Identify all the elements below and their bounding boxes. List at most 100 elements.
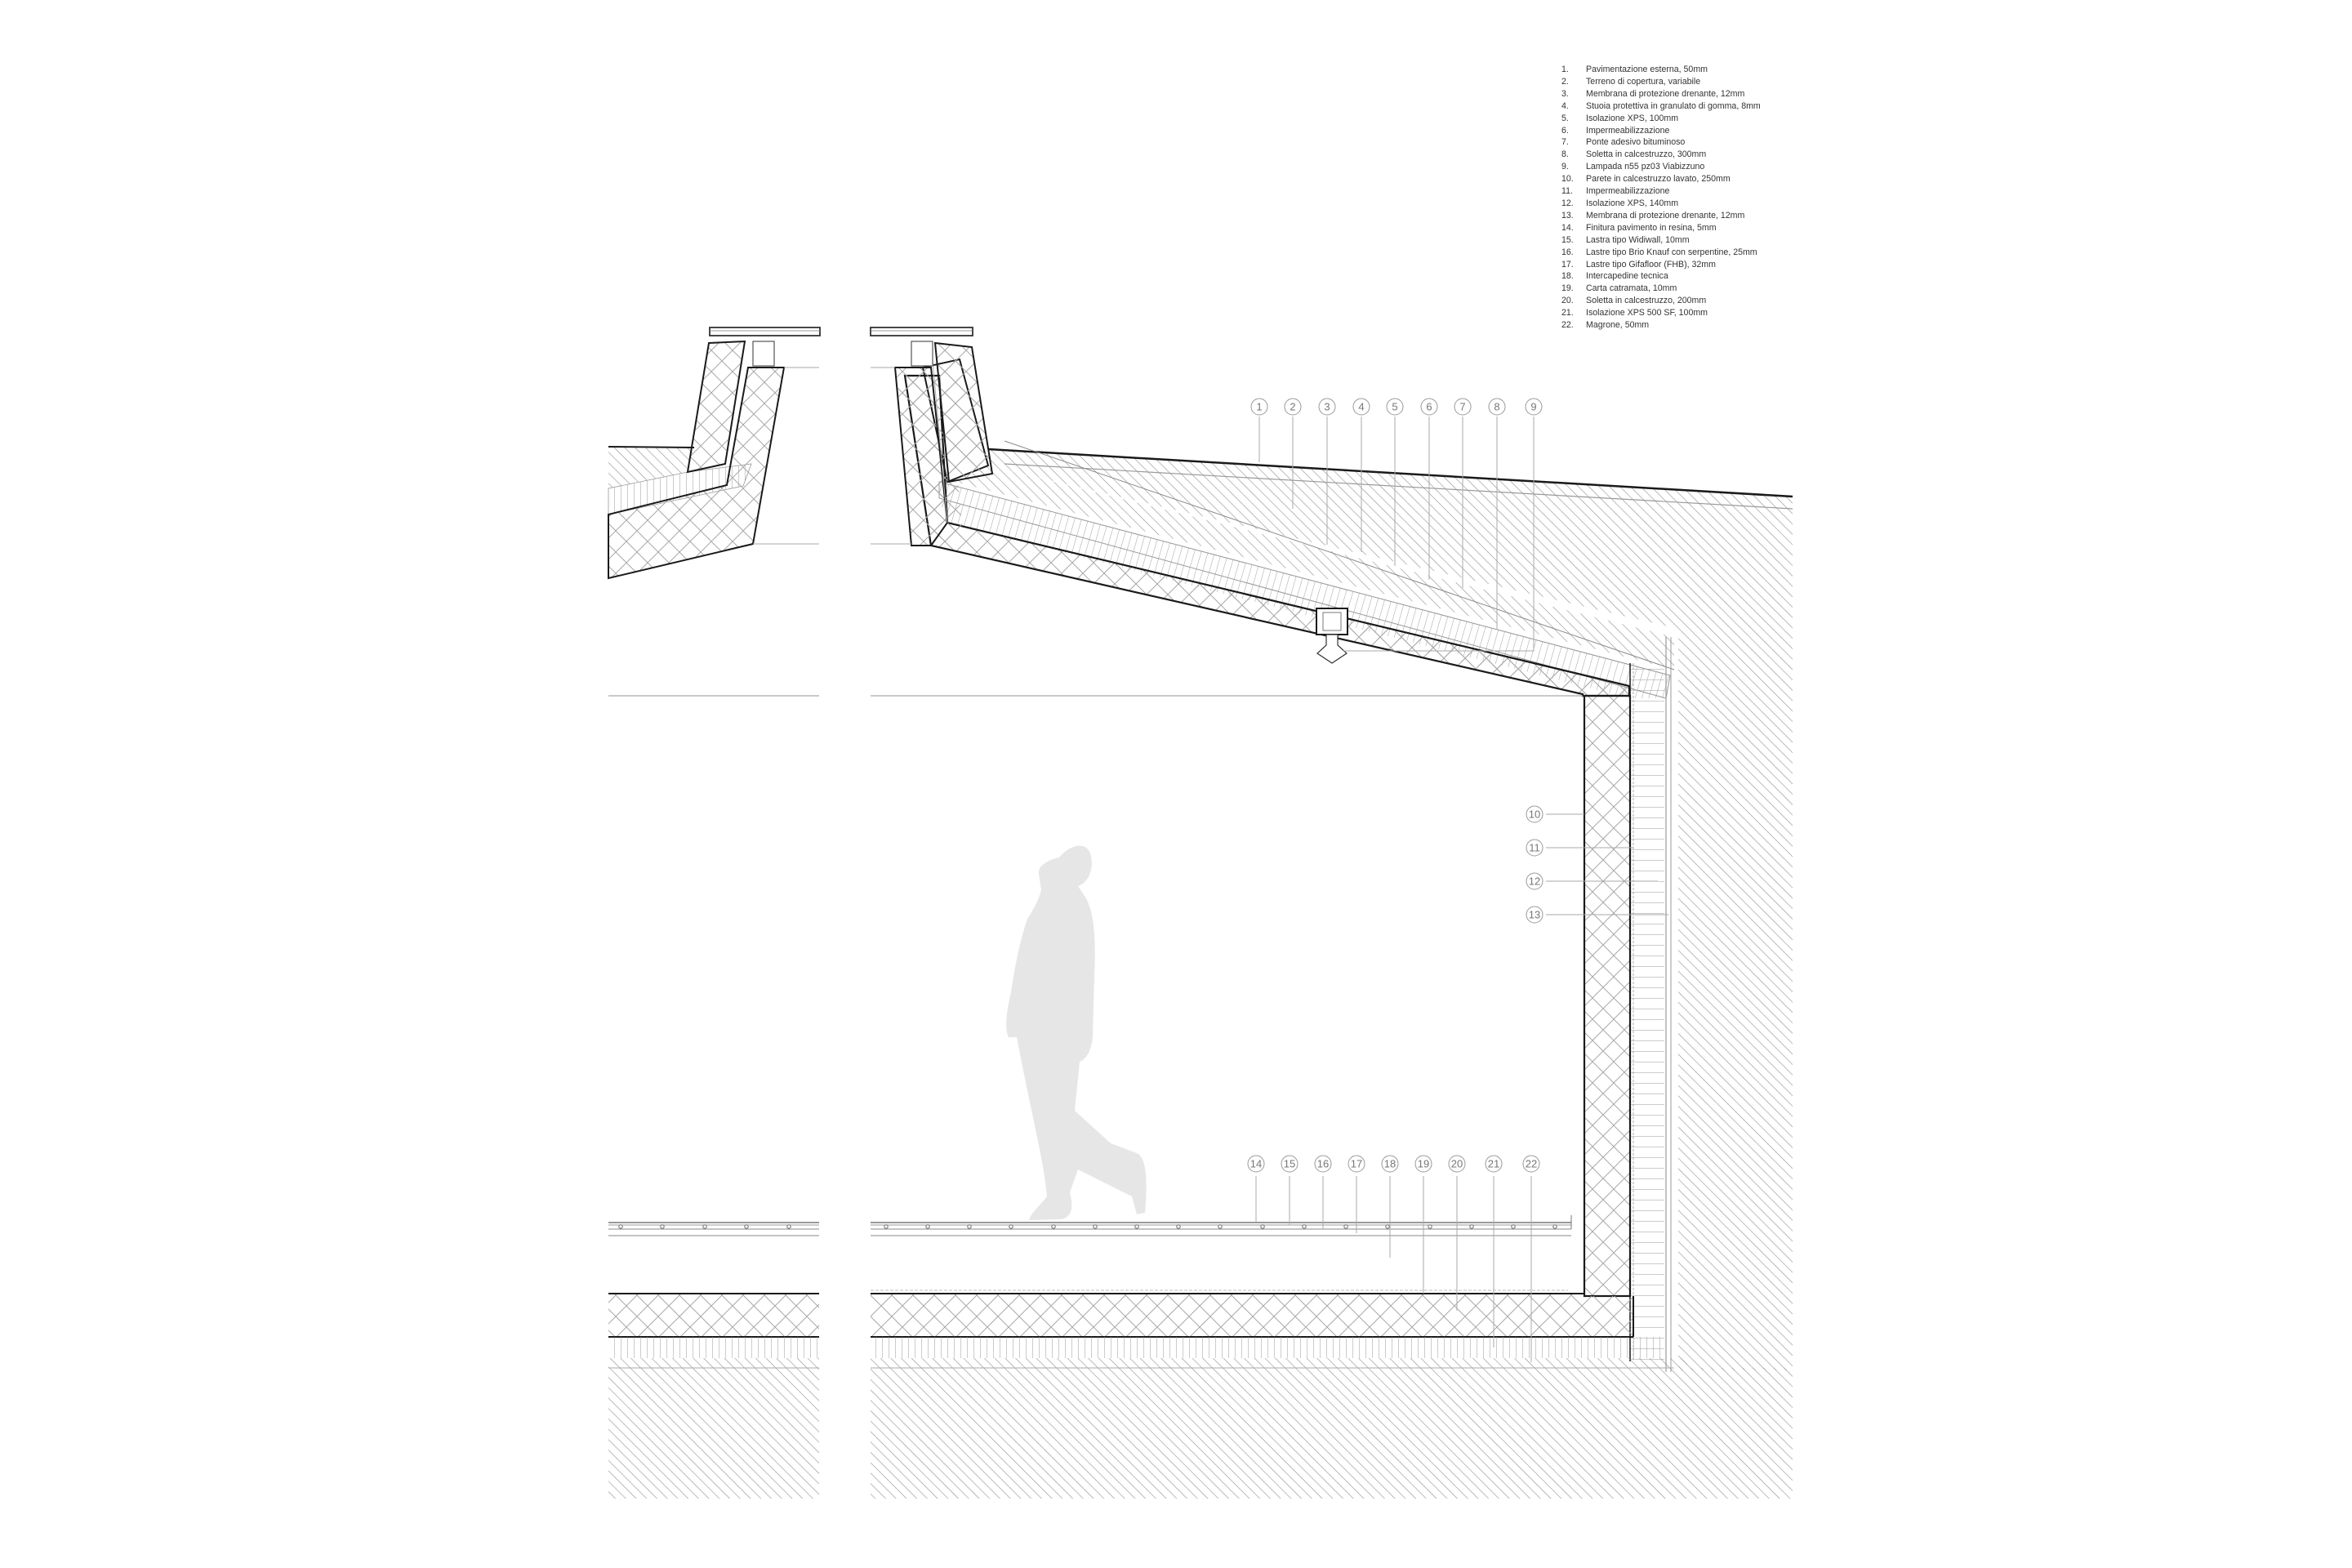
svg-text:2: 2 bbox=[1290, 401, 1295, 413]
skylight-upstand-left bbox=[608, 340, 911, 580]
svg-text:21: 21 bbox=[1488, 1158, 1499, 1170]
legend-item: 8.Soletta in calcestruzzo, 300mm bbox=[1561, 149, 1761, 161]
legend-text: Impermeabilizzazione bbox=[1586, 125, 1670, 136]
svg-text:6: 6 bbox=[1426, 401, 1432, 413]
callout-22: 22 bbox=[1522, 1155, 1540, 1173]
callout-19: 19 bbox=[1414, 1155, 1432, 1173]
legend-text: Isolazione XPS 500 SF, 100mm bbox=[1586, 308, 1708, 318]
svg-text:14: 14 bbox=[1250, 1158, 1262, 1170]
callout-9: 9 bbox=[1525, 398, 1543, 416]
legend-text: Isolazione XPS, 100mm bbox=[1586, 113, 1679, 123]
legend-item: 11. Impermeabilizzazione bbox=[1561, 185, 1761, 198]
callout-3: 3 bbox=[1318, 398, 1336, 416]
callout-18: 18 bbox=[1381, 1155, 1399, 1173]
legend-text: Soletta in calcestruzzo, 200mm bbox=[1586, 296, 1707, 306]
material-legend: 1. Pavimentazione esterna, 50mm 2.Terreno… bbox=[1561, 64, 1761, 332]
callout-6: 6 bbox=[1420, 398, 1438, 416]
svg-text:7: 7 bbox=[1459, 401, 1465, 413]
callouts-roof bbox=[1258, 416, 1535, 652]
legend-item: 17.Lastre tipo Gifafloor (FHB), 32mm bbox=[1561, 259, 1761, 271]
legend-text: Magrone, 50mm bbox=[1586, 320, 1650, 331]
svg-text:10: 10 bbox=[1529, 808, 1540, 821]
legend-number: 10. bbox=[1561, 174, 1574, 185]
legend-item: 14. Finitura pavimento in resina, 5mm bbox=[1561, 222, 1761, 234]
legend-item: 6.Impermeabilizzazione bbox=[1561, 125, 1761, 137]
legend-text: Impermeabilizzazione bbox=[1586, 186, 1670, 197]
legend-item: 12. Isolazione XPS, 140mm bbox=[1561, 198, 1761, 210]
legend-text: Membrana di protezione drenante, 12mm bbox=[1586, 210, 1745, 220]
legend-number: 13. bbox=[1561, 210, 1574, 220]
svg-text:19: 19 bbox=[1418, 1158, 1429, 1170]
skylight-glass bbox=[709, 327, 973, 367]
svg-text:8: 8 bbox=[1494, 401, 1499, 413]
legend-number: 8. bbox=[1561, 149, 1569, 160]
callout-11: 11 bbox=[1526, 839, 1544, 857]
legend-item: 3. Membrana di protezione drenante, 12mm bbox=[1561, 88, 1761, 100]
person-silhouette bbox=[1006, 845, 1147, 1220]
callout-21: 21 bbox=[1485, 1155, 1503, 1173]
legend-number: 14. bbox=[1561, 222, 1574, 233]
legend-item: 9. Lampada n55 pz03 Viabizzuno bbox=[1561, 161, 1761, 173]
retaining-wall bbox=[1583, 637, 1672, 1372]
legend-text: Lampada n55 pz03 Viabizzuno bbox=[1586, 162, 1705, 172]
legend-number: 1. bbox=[1561, 65, 1569, 74]
legend-number: 19. bbox=[1561, 283, 1574, 294]
svg-text:18: 18 bbox=[1384, 1158, 1396, 1170]
legend-number: 4. bbox=[1561, 100, 1569, 111]
legend-item: 15.Lastra tipo Widiwall, 10mm bbox=[1561, 234, 1761, 247]
callouts-wall bbox=[1546, 813, 1668, 915]
legend-text: Terreno di copertura, variabile bbox=[1586, 76, 1701, 87]
svg-text:5: 5 bbox=[1392, 401, 1397, 413]
legend-number: 12. bbox=[1561, 198, 1574, 208]
callout-12: 12 bbox=[1526, 872, 1544, 890]
floor-buildup bbox=[608, 1215, 1793, 1499]
callout-16: 16 bbox=[1314, 1155, 1332, 1173]
callout-17: 17 bbox=[1348, 1155, 1365, 1173]
legend-text: Membrana di protezione drenante, 12mm bbox=[1586, 88, 1745, 99]
legend-text: Finitura pavimento in resina, 5mm bbox=[1586, 222, 1717, 233]
svg-text:16: 16 bbox=[1317, 1158, 1329, 1170]
callout-bubbles: 1 2 3 4 5 6 7 8 9 10 11 12 13 14 15 16 1… bbox=[1247, 398, 1544, 1173]
legend-text: Parete in calcestruzzo lavato, 250mm bbox=[1586, 174, 1731, 185]
legend-number: 21. bbox=[1561, 308, 1574, 318]
legend-item: 22.Magrone, 50mm bbox=[1561, 319, 1761, 332]
svg-text:12: 12 bbox=[1529, 875, 1540, 888]
legend-text: Stuoia protettiva in granulato di gomma,… bbox=[1586, 100, 1761, 111]
legend-text: Lastra tipo Widiwall, 10mm bbox=[1586, 234, 1690, 245]
legend-number: 18. bbox=[1561, 271, 1574, 282]
legend-text: Ponte adesivo bituminoso bbox=[1586, 137, 1686, 148]
callout-20: 20 bbox=[1448, 1155, 1466, 1173]
svg-text:4: 4 bbox=[1358, 401, 1364, 413]
legend-text: Isolazione XPS, 140mm bbox=[1586, 198, 1679, 208]
legend-text: Intercapedine tecnica bbox=[1586, 271, 1668, 282]
skylight-upstand-right bbox=[893, 341, 994, 546]
svg-text:11: 11 bbox=[1529, 842, 1540, 854]
legend-item: 18. Intercapedine tecnica bbox=[1561, 270, 1761, 283]
legend-number: 9. bbox=[1561, 162, 1569, 172]
callout-10: 10 bbox=[1526, 805, 1544, 823]
lamp-icon bbox=[1316, 608, 1348, 664]
svg-text:1: 1 bbox=[1256, 401, 1262, 413]
legend-text: Lastre tipo Gifafloor (FHB), 32mm bbox=[1586, 259, 1716, 270]
legend-item: 19.Carta catramata, 10mm bbox=[1561, 283, 1761, 295]
svg-text:22: 22 bbox=[1526, 1158, 1537, 1170]
legend-number: 7. bbox=[1561, 137, 1569, 148]
svg-text:13: 13 bbox=[1529, 909, 1540, 921]
callout-8: 8 bbox=[1488, 398, 1506, 416]
callouts-floor bbox=[1255, 1176, 1532, 1362]
legend-number: 3. bbox=[1561, 88, 1569, 99]
callout-7: 7 bbox=[1454, 398, 1472, 416]
legend-item: 5. Isolazione XPS, 100mm bbox=[1561, 113, 1761, 125]
legend-number: 20. bbox=[1561, 296, 1574, 306]
callout-1: 1 bbox=[1250, 398, 1268, 416]
svg-text:15: 15 bbox=[1284, 1158, 1295, 1170]
soil-mass bbox=[987, 448, 1793, 1370]
legend-item: 2.Terreno di copertura, variabile bbox=[1561, 76, 1761, 88]
callout-2: 2 bbox=[1284, 398, 1302, 416]
legend-number: 5. bbox=[1561, 113, 1569, 123]
legend-text: Pavimentazione esterna, 50mm bbox=[1586, 65, 1708, 74]
legend-item: 10. Parete in calcestruzzo lavato, 250mm bbox=[1561, 173, 1761, 185]
legend-number: 11. bbox=[1561, 186, 1573, 197]
legend-item: 16.Lastre tipo Brio Knauf con serpentine… bbox=[1561, 247, 1761, 259]
svg-text:17: 17 bbox=[1351, 1158, 1362, 1170]
